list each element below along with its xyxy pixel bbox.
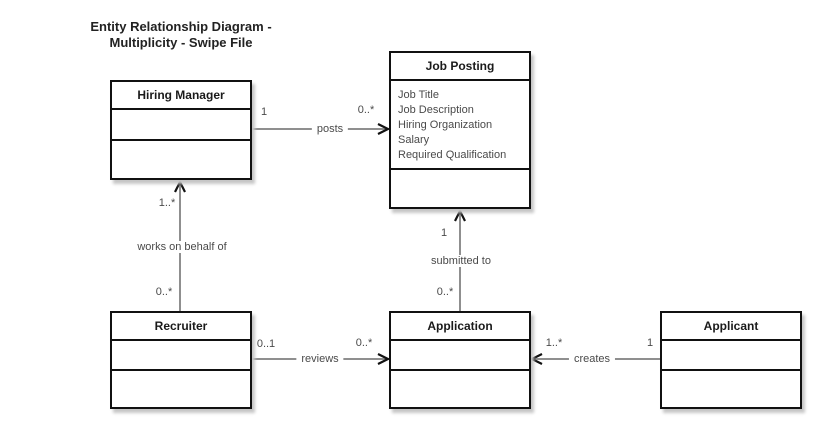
- multiplicity-posts-source: 1: [258, 106, 270, 118]
- entity-job-posting: Job Posting Job Title Job Description Hi…: [389, 51, 531, 209]
- relationship-label-reviews: reviews: [296, 353, 344, 365]
- attribute-item: Job Title: [398, 89, 439, 101]
- relationship-label-works-on-behalf-of: works on behalf of: [132, 241, 232, 253]
- entity-hiring-manager-attributes: [112, 110, 250, 141]
- diagram-title: Entity Relationship Diagram - Multiplici…: [78, 19, 284, 51]
- multiplicity-posts-target: 0..*: [355, 104, 377, 116]
- multiplicity-creates-source: 1: [644, 337, 656, 349]
- entity-recruiter: Recruiter: [110, 311, 252, 409]
- entity-job-posting-title: Job Posting: [391, 53, 529, 81]
- entity-applicant-title: Applicant: [662, 313, 800, 341]
- attribute-list: Job Title Job Description Hiring Organiz…: [391, 81, 529, 163]
- attribute-item: Salary: [398, 134, 430, 146]
- entity-hiring-manager-operations: [112, 141, 250, 178]
- entity-application-operations: [391, 371, 529, 407]
- relationship-label-posts: posts: [311, 123, 349, 135]
- relationship-label-submitted-to: submitted to: [426, 255, 496, 267]
- arrowhead-up-submitted-to-icon: [454, 209, 466, 222]
- multiplicity-works-on-behalf-of-source: 0..*: [153, 286, 175, 298]
- entity-application-attributes: [391, 341, 529, 371]
- entity-applicant: Applicant: [660, 311, 802, 409]
- entity-job-posting-attributes: Job Title Job Description Hiring Organiz…: [391, 81, 529, 170]
- arrowhead-right-reviews-icon: [377, 353, 389, 365]
- diagram-title-line2: Multiplicity - Swipe File: [109, 35, 253, 50]
- multiplicity-submitted-to-target: 1: [438, 227, 450, 239]
- arrowhead-right-posts-icon: [377, 123, 389, 135]
- multiplicity-reviews-target: 0..*: [353, 337, 375, 349]
- attribute-item: Hiring Organization: [398, 119, 493, 131]
- entity-hiring-manager-title: Hiring Manager: [112, 82, 250, 110]
- entity-job-posting-operations: [391, 170, 529, 207]
- entity-recruiter-title: Recruiter: [112, 313, 250, 341]
- multiplicity-reviews-source: 0..1: [254, 338, 278, 350]
- entity-applicant-operations: [662, 371, 800, 407]
- multiplicity-submitted-to-source: 0..*: [434, 286, 456, 298]
- attribute-item: Job Description: [398, 104, 474, 116]
- attribute-item: Required Qualification: [398, 149, 507, 161]
- entity-application-title: Application: [391, 313, 529, 341]
- multiplicity-works-on-behalf-of-target: 1..*: [156, 197, 178, 209]
- entity-hiring-manager: Hiring Manager: [110, 80, 252, 180]
- entity-applicant-attributes: [662, 341, 800, 371]
- arrowhead-left-creates-icon: [531, 353, 543, 365]
- arrowhead-up-works-on-behalf-of-icon: [174, 180, 186, 193]
- relationship-label-creates: creates: [568, 353, 616, 365]
- entity-recruiter-attributes: [112, 341, 250, 371]
- multiplicity-creates-target: 1..*: [543, 337, 565, 349]
- entity-application: Application: [389, 311, 531, 409]
- diagram-title-line1: Entity Relationship Diagram -: [90, 19, 272, 34]
- entity-recruiter-operations: [112, 371, 250, 407]
